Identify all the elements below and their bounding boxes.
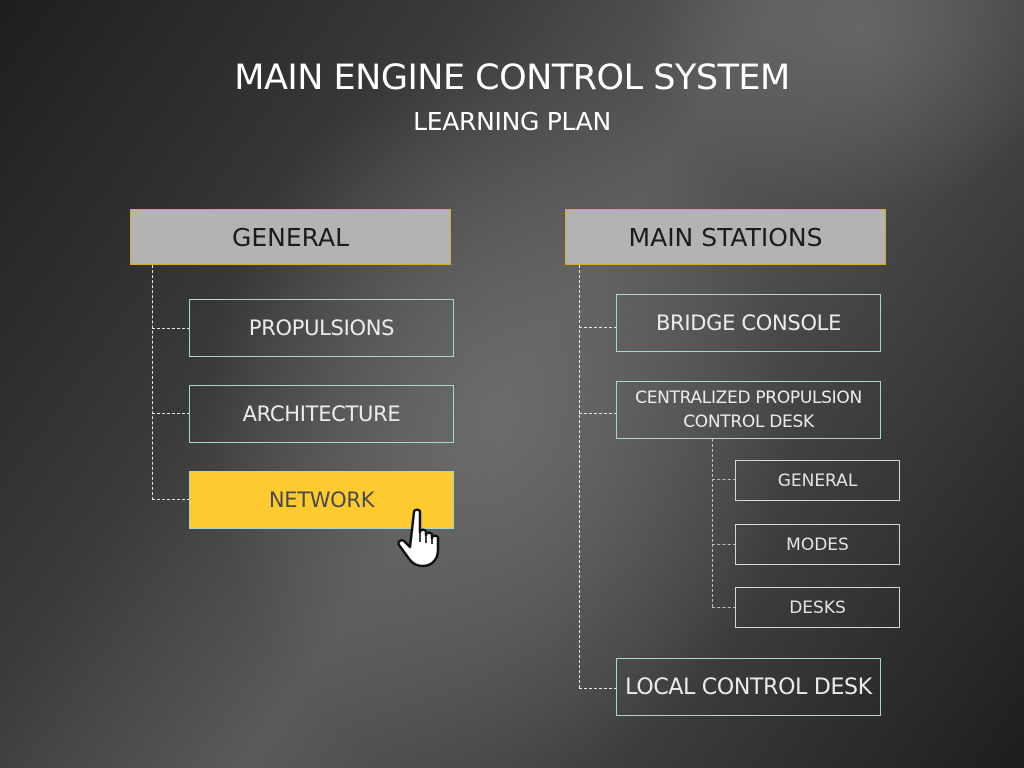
item-centralized-label-line1: CENTRALIZED PROPULSION [635, 388, 862, 408]
connector-architecture [152, 413, 190, 414]
item-bridge-console[interactable]: BRIDGE CONSOLE [616, 294, 881, 352]
main-stations-section-label: MAIN STATIONS [628, 222, 823, 252]
connector-network [152, 499, 190, 500]
main-stations-tree-connector [579, 265, 580, 688]
general-tree-connector [152, 265, 153, 500]
general-section-header[interactable]: GENERAL [130, 209, 451, 265]
connector-centralized-desk [579, 413, 617, 414]
item-propulsions[interactable]: PROPULSIONS [189, 299, 454, 357]
connector-sub-modes [712, 544, 736, 545]
page-title: MAIN ENGINE CONTROL SYSTEM [234, 58, 790, 98]
item-network-label: NETWORK [268, 488, 375, 512]
item-architecture-label: ARCHITECTURE [242, 402, 401, 426]
item-local-control-desk[interactable]: LOCAL CONTROL DESK [616, 658, 881, 716]
item-centralized-label-line2: CONTROL DESK [683, 412, 814, 432]
item-centralized-propulsion-control-desk[interactable]: CENTRALIZED PROPULSION CONTROL DESK [616, 381, 881, 439]
item-bridge-console-label: BRIDGE CONSOLE [655, 311, 842, 335]
item-local-control-desk-label: LOCAL CONTROL DESK [625, 674, 872, 700]
subitem-general[interactable]: GENERAL [735, 460, 900, 501]
general-section-label: GENERAL [231, 222, 350, 252]
item-propulsions-label: PROPULSIONS [248, 316, 395, 340]
page-subtitle: LEARNING PLAN [413, 107, 611, 136]
item-network[interactable]: NETWORK [189, 471, 454, 529]
subitem-desks-label: DESKS [789, 597, 846, 618]
connector-local-desk [579, 688, 617, 689]
subitem-general-label: GENERAL [777, 470, 858, 491]
subitem-desks[interactable]: DESKS [735, 587, 900, 628]
item-architecture[interactable]: ARCHITECTURE [189, 385, 454, 443]
subitem-modes-label: MODES [786, 534, 849, 555]
connector-propulsions [152, 328, 190, 329]
connector-sub-general [712, 479, 736, 480]
subitem-modes[interactable]: MODES [735, 524, 900, 565]
main-stations-section-header[interactable]: MAIN STATIONS [565, 209, 886, 265]
connector-sub-desks [712, 607, 736, 608]
connector-bridge-console [579, 327, 617, 328]
centralized-subtree-connector [712, 439, 713, 607]
hand-pointer-icon [397, 508, 440, 568]
